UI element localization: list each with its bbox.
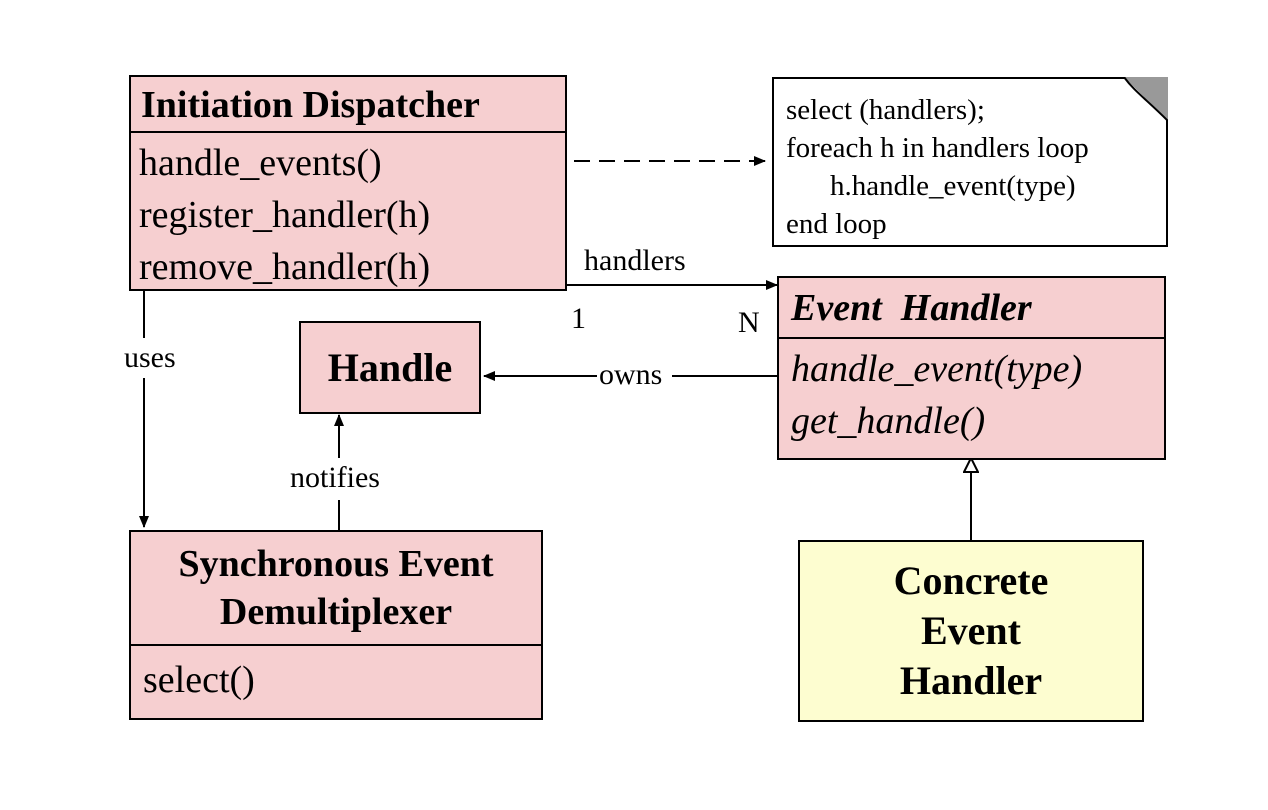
event-handler-class: Event Handler handle_event(type) get_han… bbox=[777, 276, 1166, 460]
note-line-2: foreach h in handlers loop bbox=[786, 132, 1089, 164]
initiation-dispatcher-class: Initiation Dispatcher handle_events() re… bbox=[129, 75, 567, 291]
owns-label: owns bbox=[599, 358, 663, 391]
op-handle-event: handle_event(type) bbox=[791, 348, 1083, 390]
concrete-line-1: Concrete bbox=[893, 558, 1049, 603]
demultiplexer-title-line-1: Synchronous Event bbox=[178, 543, 494, 585]
op-remove-handler: remove_handler(h) bbox=[139, 246, 431, 288]
demultiplexer-ops: select() bbox=[131, 646, 541, 702]
event-handler-title: Event Handler bbox=[779, 278, 1164, 339]
note-folded-corner-icon bbox=[1124, 77, 1168, 121]
op-get-handle: get_handle() bbox=[791, 400, 986, 442]
concrete-event-handler-class: Concrete Event Handler bbox=[798, 540, 1144, 722]
concrete-line-2: Event bbox=[921, 608, 1021, 653]
note-box: select (handlers); foreach h in handlers… bbox=[772, 77, 1168, 247]
note-line-3: h.handle_event(type) bbox=[830, 170, 1076, 202]
op-select: select() bbox=[143, 659, 255, 701]
demultiplexer-class: Synchronous Event Demultiplexer select() bbox=[129, 530, 543, 720]
notifies-label: notifies bbox=[290, 461, 380, 494]
demultiplexer-title: Synchronous Event Demultiplexer bbox=[131, 532, 541, 646]
op-register-handler: register_handler(h) bbox=[139, 194, 431, 236]
op-handle-events: handle_events() bbox=[139, 142, 382, 184]
demultiplexer-title-line-2: Demultiplexer bbox=[219, 591, 453, 633]
concrete-line-3: Handler bbox=[899, 658, 1043, 703]
multiplicity-n: N bbox=[738, 306, 760, 339]
initiation-dispatcher-title: Initiation Dispatcher bbox=[131, 77, 565, 133]
handle-title: Handle bbox=[327, 345, 453, 390]
multiplicity-one: 1 bbox=[571, 302, 586, 335]
event-handler-ops: handle_event(type) get_handle() bbox=[779, 339, 1164, 447]
initiation-dispatcher-ops: handle_events() register_handler(h) remo… bbox=[131, 133, 565, 293]
handle-class: Handle bbox=[299, 321, 481, 414]
note-line-4: end loop bbox=[786, 208, 887, 240]
uses-label: uses bbox=[124, 341, 176, 374]
handlers-label: handlers bbox=[584, 244, 686, 277]
note-line-1: select (handlers); bbox=[786, 94, 985, 126]
